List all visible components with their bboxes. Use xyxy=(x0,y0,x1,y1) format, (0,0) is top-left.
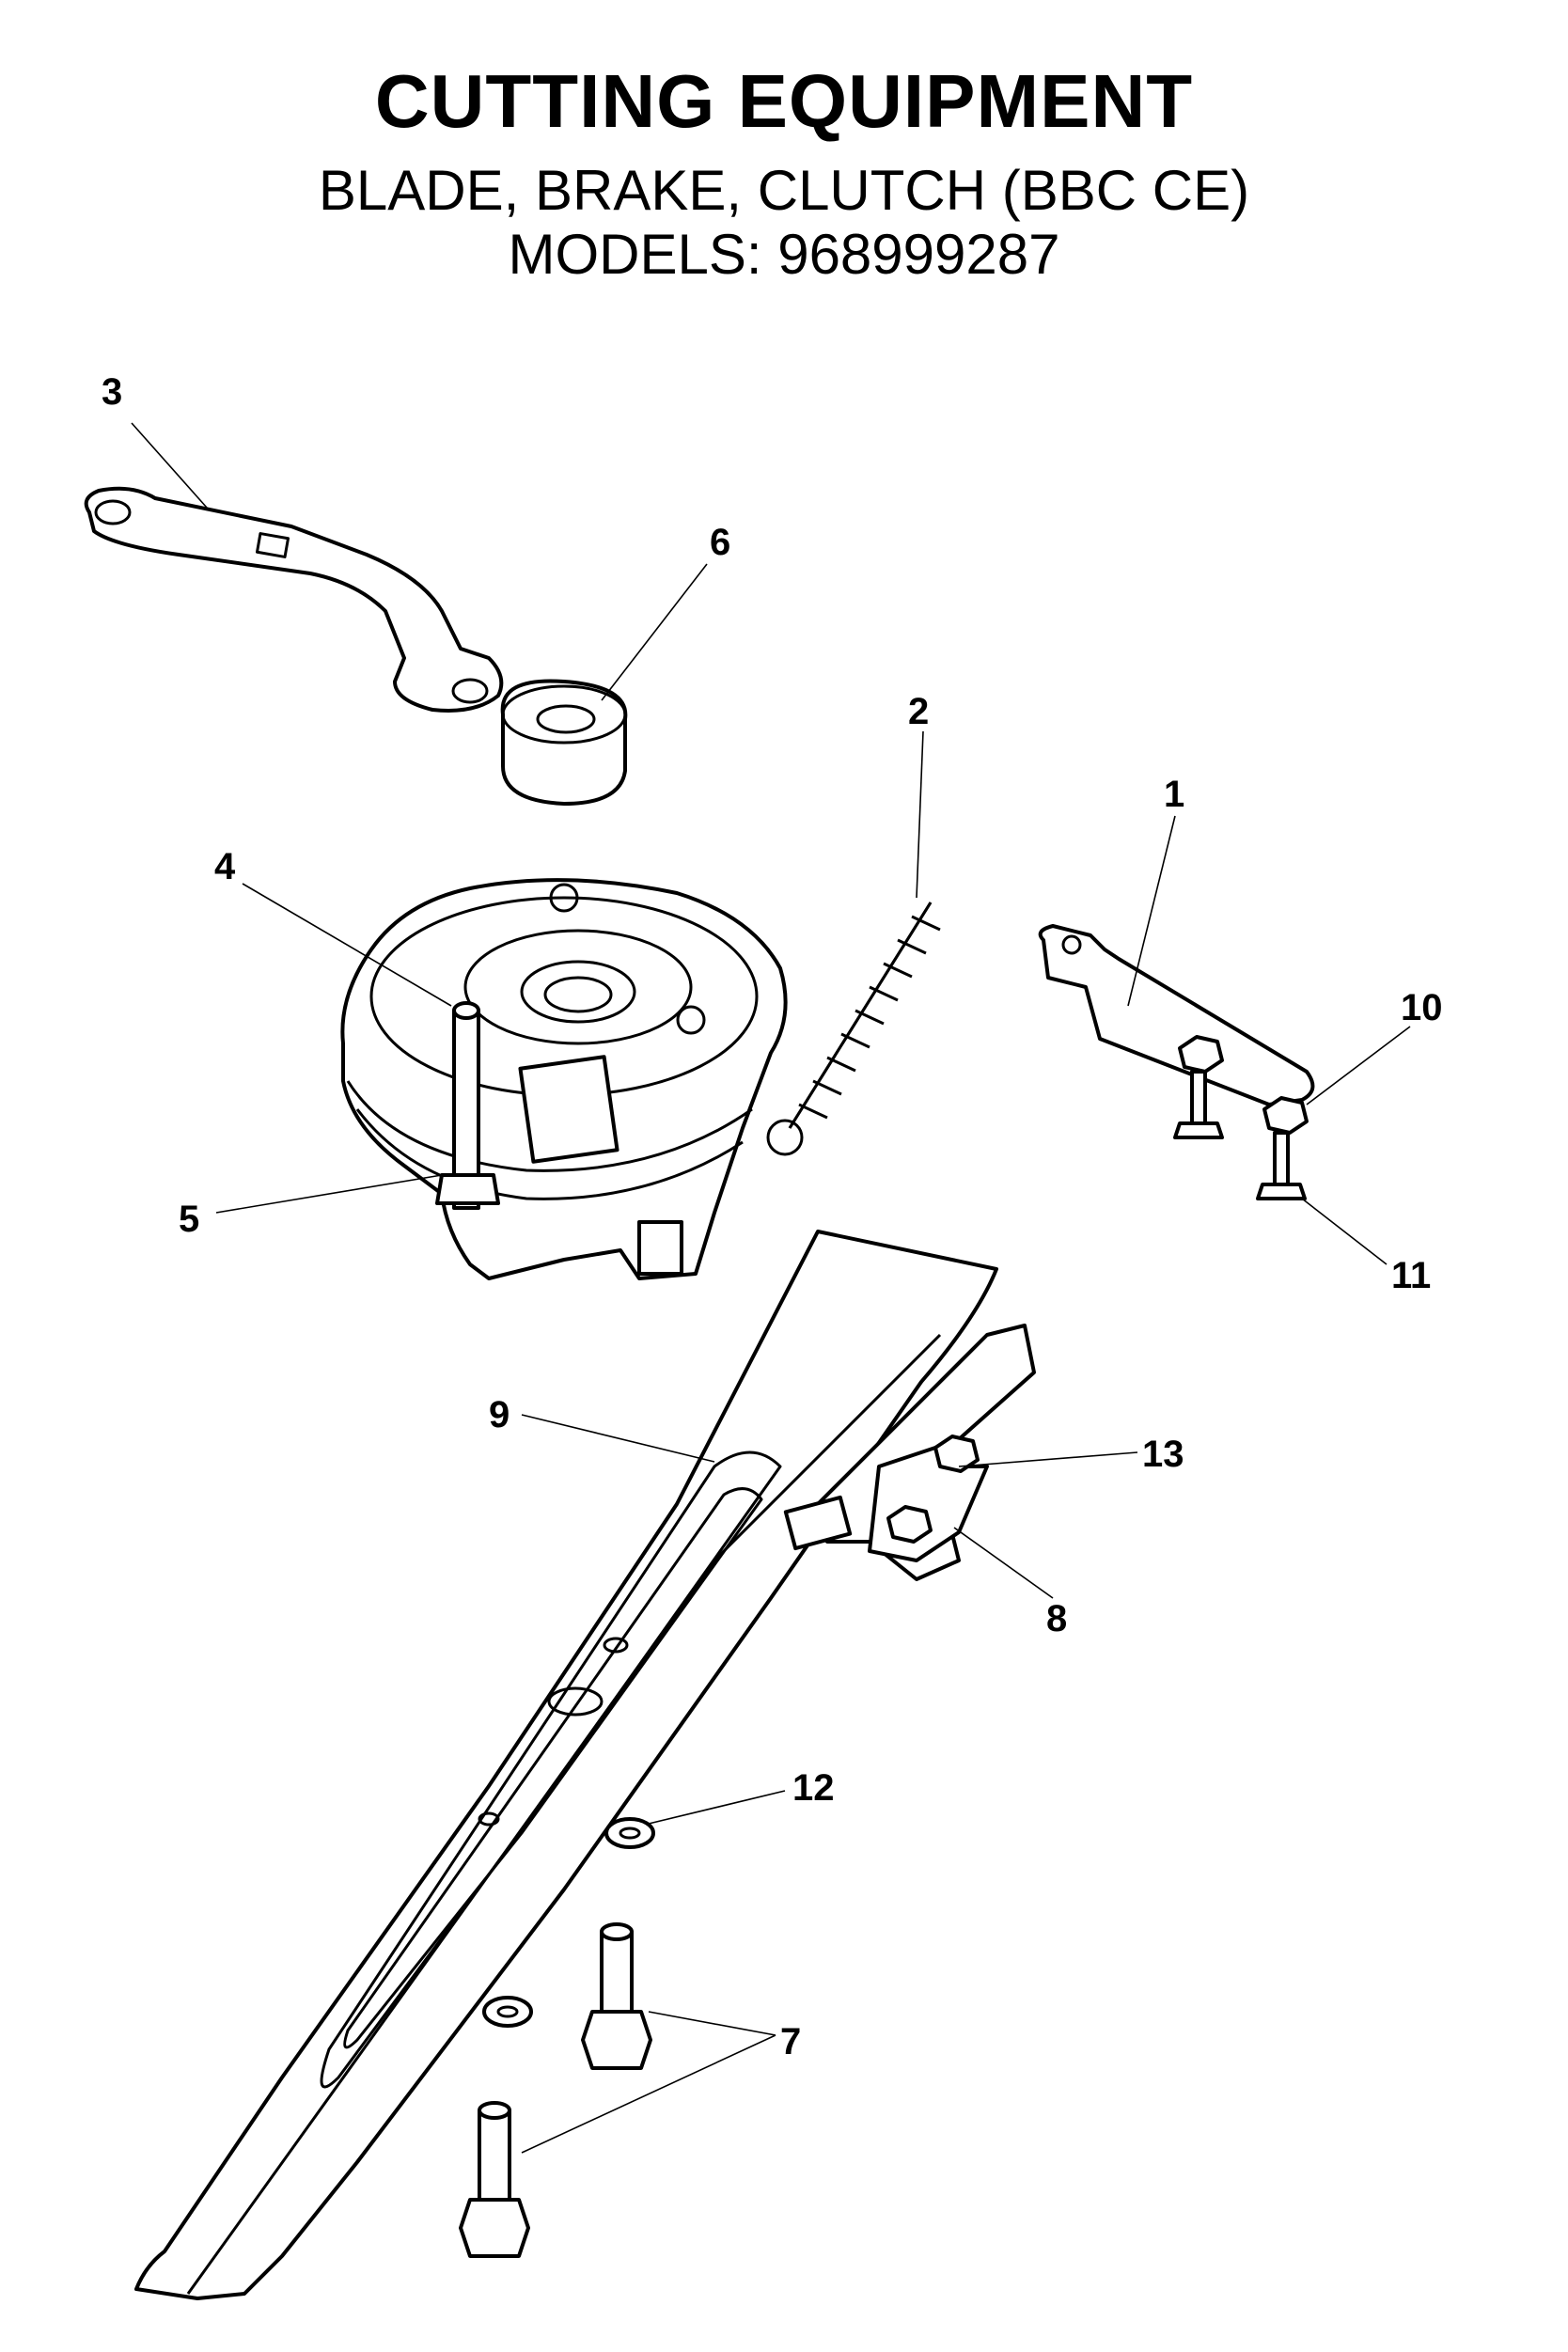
callout-6: 6 xyxy=(710,522,730,563)
part-8-adapter xyxy=(783,1324,1036,1581)
callout-4: 4 xyxy=(214,846,236,887)
part-9-blade xyxy=(134,1230,998,2300)
callout-12: 12 xyxy=(792,1767,835,1809)
part-4-pin xyxy=(435,1001,500,1210)
callout-13: 13 xyxy=(1142,1434,1184,1475)
part-6-spacer xyxy=(500,679,628,806)
callout-numbers: 3 6 2 1 4 5 10 11 9 13 8 12 7 xyxy=(102,371,1443,2062)
callout-7: 7 xyxy=(780,2021,801,2062)
callout-11: 11 xyxy=(1391,1255,1431,1296)
page-title: CUTTING EQUIPMENT xyxy=(374,59,1194,143)
leader-lines xyxy=(131,422,1411,2154)
callout-10: 10 xyxy=(1401,987,1443,1028)
part-1-bracket xyxy=(1038,924,1315,1200)
callout-9: 9 xyxy=(489,1394,510,1435)
callout-1: 1 xyxy=(1164,774,1184,815)
part-2-spring xyxy=(766,902,941,1156)
page-subtitle: BLADE, BRAKE, CLUTCH (BBC CE) xyxy=(318,159,1250,222)
clutch-assembly xyxy=(340,878,788,1280)
callout-5: 5 xyxy=(179,1199,199,1240)
part-12-washers xyxy=(482,1817,655,2028)
part-3-brake-lever xyxy=(84,486,504,713)
callout-2: 2 xyxy=(908,691,929,732)
callout-8: 8 xyxy=(1046,1598,1067,1639)
callout-3: 3 xyxy=(102,371,122,413)
part-7-bolts xyxy=(459,1922,652,2258)
models-line: MODELS: 968999287 xyxy=(508,223,1060,286)
